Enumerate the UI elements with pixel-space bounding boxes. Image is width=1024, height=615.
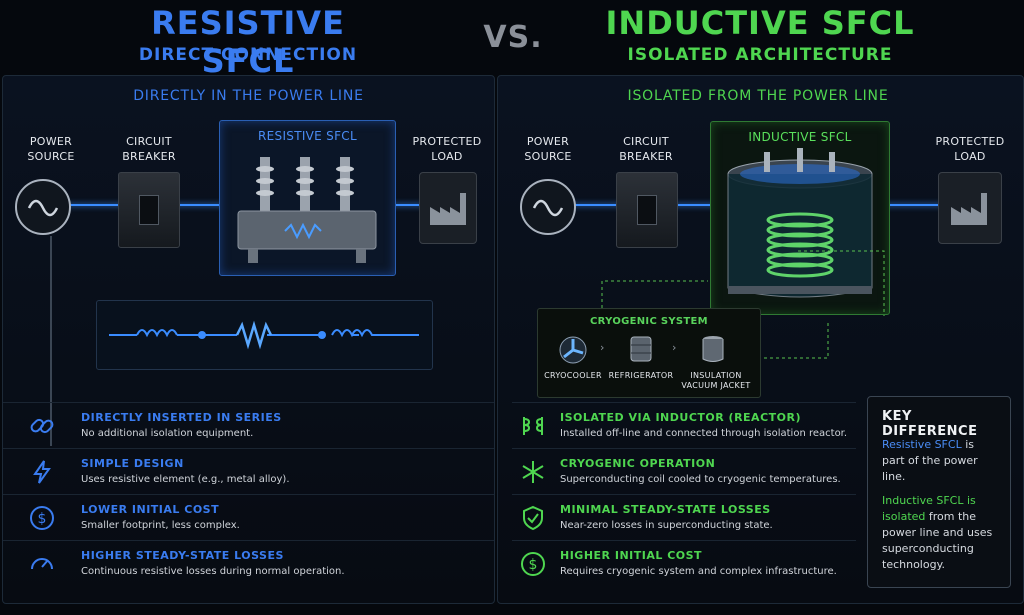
inductive-sfcl-device-icon <box>727 148 873 298</box>
shield-check-icon <box>523 505 543 531</box>
left-subtitle: DIRECT CONNECTION <box>138 45 358 65</box>
dollar-icon: $ <box>30 506 54 530</box>
load-label: PROTECTED LOAD <box>935 135 1005 163</box>
feature-desc: Requires cryogenic system and complex in… <box>560 566 837 577</box>
cryocooler-icon <box>559 336 587 364</box>
list-item: MINIMAL STEADY-STATE LOSSES Near-zero lo… <box>512 494 856 541</box>
inductive-panel: ISOLATED FROM THE POWER LINE POWER SOURC… <box>497 75 1024 604</box>
left-heading: DIRECTLY IN THE POWER LINE <box>133 88 364 104</box>
resistive-sfcl-box: RESISTIVE SFCL <box>219 120 396 276</box>
feature-desc: Uses resistive element (e.g., metal allo… <box>81 474 290 485</box>
feature-title: HIGHER STEADY-STATE LOSSES <box>81 549 284 562</box>
right-title: INDUCTIVE SFCL <box>605 4 915 42</box>
inductive-highlight: Inductive SFCL is isolated <box>882 494 976 523</box>
feature-title: HIGHER INITIAL COST <box>560 549 703 562</box>
ac-source-icon <box>15 179 71 235</box>
power-source-label: POWER SOURCE <box>524 135 572 163</box>
arrow-icon: › <box>672 341 677 354</box>
dollar-icon: $ <box>521 552 545 576</box>
inductive-sfcl-box: INDUCTIVE SFCL <box>710 121 890 315</box>
resistive-sfcl-label: RESISTIVE SFCL <box>258 129 357 143</box>
gauge-icon <box>31 558 53 570</box>
feature-desc: Near-zero losses in superconducting stat… <box>560 520 773 531</box>
cryocooler-label: CRYOCOOLER <box>544 371 602 380</box>
refrigerator-icon <box>630 336 652 362</box>
resistive-sfcl-device-icon <box>237 157 377 263</box>
list-item: $ LOWER INITIAL COST Smaller footprint, … <box>3 494 494 541</box>
resistive-highlight: Resistive SFCL <box>882 438 962 451</box>
key-difference-title: KEY DIFFERENCE <box>882 409 978 439</box>
inductor-icon <box>523 417 543 435</box>
cryogenic-system-box: CRYOGENIC SYSTEM › › CRYOCOOLER REFRIGER… <box>537 308 761 398</box>
feature-title: DIRECTLY INSERTED IN SERIES <box>81 411 282 424</box>
left-title: RESISTIVE SFCL <box>151 4 345 80</box>
list-item: $ HIGHER INITIAL COST Requires cryogenic… <box>512 540 856 587</box>
list-item: DIRECTLY INSERTED IN SERIES No additiona… <box>3 402 494 449</box>
feature-title: MINIMAL STEADY-STATE LOSSES <box>560 503 771 516</box>
power-source-label: POWER SOURCE <box>27 135 75 163</box>
key-difference-p1: Resistive SFCL is part of the power line… <box>882 437 1000 485</box>
feature-title: SIMPLE DESIGN <box>81 457 184 470</box>
right-subtitle: ISOLATED ARCHITECTURE <box>627 45 893 65</box>
feature-desc: Installed off-line and connected through… <box>560 428 848 439</box>
list-item: CRYOGENIC OPERATION Superconducting coil… <box>512 448 856 495</box>
p2-text: from the power line and uses superconduc… <box>882 510 993 571</box>
breaker-label: CIRCUIT BREAKER <box>619 135 673 163</box>
right-heading: ISOLATED FROM THE POWER LINE <box>627 88 889 104</box>
list-item: HIGHER STEADY-STATE LOSSES Continuous re… <box>3 540 494 587</box>
cryo-connector-lines <box>601 250 885 359</box>
load-label: PROTECTED LOAD <box>412 135 482 163</box>
lightning-icon <box>33 460 51 484</box>
feature-title: CRYOGENIC OPERATION <box>560 457 716 470</box>
ac-source-icon <box>520 179 576 235</box>
resistive-panel: DIRECTLY IN THE POWER LINE POWER SOURCE … <box>2 75 495 604</box>
snowflake-icon <box>522 461 544 483</box>
left-feature-list: DIRECTLY INSERTED IN SERIES No additiona… <box>3 402 494 592</box>
breaker-label: CIRCUIT BREAKER <box>122 135 176 163</box>
source-drop-line <box>50 236 52 446</box>
feature-desc: Smaller footprint, less complex. <box>81 520 240 531</box>
arrow-icon: › <box>600 341 605 354</box>
vs-label: VS. <box>483 20 543 55</box>
right-feature-list: ISOLATED VIA INDUCTOR (REACTOR) Installe… <box>512 402 856 592</box>
circuit-breaker-icon <box>118 172 180 248</box>
svg-text:$: $ <box>38 511 47 527</box>
feature-title: LOWER INITIAL COST <box>81 503 220 516</box>
circuit-breaker-icon <box>616 172 678 248</box>
feature-desc: Superconducting coil cooled to cryogenic… <box>560 474 841 485</box>
list-item: ISOLATED VIA INDUCTOR (REACTOR) Installe… <box>512 402 856 449</box>
feature-desc: Continuous resistive losses during norma… <box>81 566 345 577</box>
key-difference-box: KEY DIFFERENCE Resistive SFCL is part of… <box>867 396 1011 588</box>
cryo-title: CRYOGENIC SYSTEM <box>590 316 708 327</box>
key-difference-p2: Inductive SFCL is isolated from the powe… <box>882 493 1000 573</box>
feature-title: ISOLATED VIA INDUCTOR (REACTOR) <box>560 411 801 424</box>
list-item: SIMPLE DESIGN Uses resistive element (e.… <box>3 448 494 495</box>
vacuum-jacket-icon <box>702 336 724 362</box>
factory-icon <box>419 172 477 244</box>
p1-text: is part of the power line. <box>882 438 978 483</box>
schematic-box <box>96 300 433 370</box>
link-icon <box>30 418 54 434</box>
feature-desc: No additional isolation equipment. <box>81 428 254 439</box>
svg-text:$: $ <box>529 557 538 573</box>
refrigerator-label: REFRIGERATOR <box>608 371 674 380</box>
vacuum-jacket-label: INSULATION VACUUM JACKET <box>681 371 751 390</box>
factory-icon <box>938 172 1002 244</box>
inductive-sfcl-label: INDUCTIVE SFCL <box>748 130 852 144</box>
